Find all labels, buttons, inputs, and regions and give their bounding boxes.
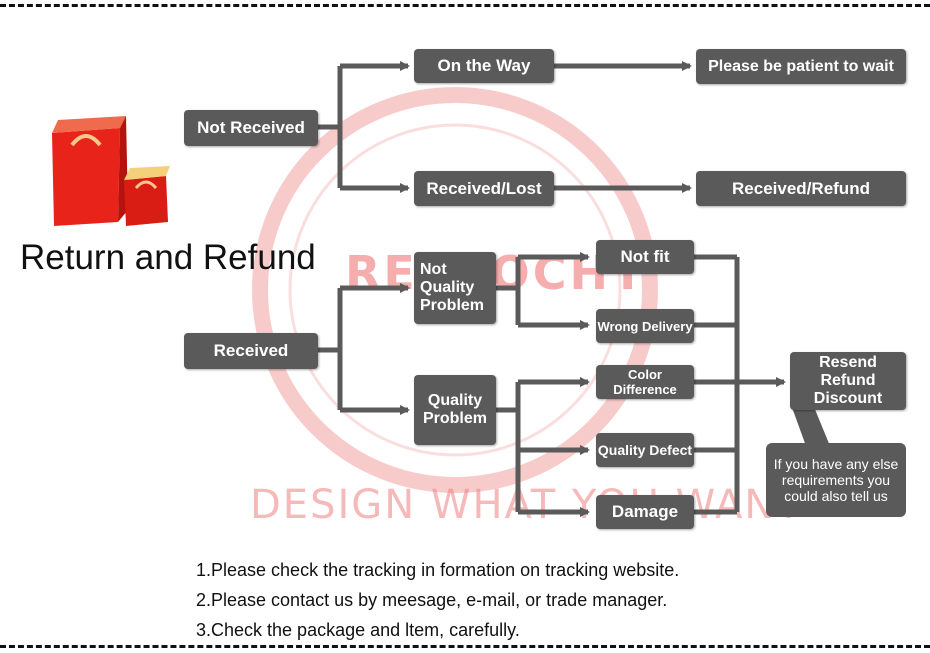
node-wrong-delivery: Wrong Delivery (596, 309, 694, 343)
node-received: Received (184, 333, 318, 369)
node-damage: Damage (596, 495, 694, 529)
node-please-wait: Please be patient to wait (696, 49, 906, 84)
node-not-quality-problem: Not Quality Problem (414, 252, 496, 324)
node-quality-defect: Quality Defect (596, 433, 694, 467)
note-item: 2.Please contact us by meesage, e-mail, … (196, 590, 668, 610)
page-title: Return and Refund (20, 238, 316, 277)
node-on-the-way: On the Way (414, 49, 554, 83)
instruction-notes: 1.Please check the tracking in formation… (196, 555, 679, 645)
node-not-fit: Not fit (596, 240, 694, 274)
node-resend-refund-discount: Resend Refund Discount (790, 352, 906, 410)
node-not-received: Not Received (184, 110, 318, 146)
note-item: 3.Check the package and ltem, carefully. (196, 620, 520, 640)
callout-note: If you have any else requirements you co… (766, 443, 906, 517)
node-color-difference: Color Difference (596, 365, 694, 399)
note-item: 1.Please check the tracking in formation… (196, 560, 680, 580)
node-received-refund: Received/Refund (696, 171, 906, 206)
node-quality-problem: Quality Problem (414, 375, 496, 445)
watermark-slogan: DESIGN WHAT YOU WANT (250, 482, 803, 528)
node-received-lost: Received/Lost (414, 171, 554, 206)
bottom-dashed-border (0, 645, 930, 648)
top-dashed-border (0, 4, 930, 7)
